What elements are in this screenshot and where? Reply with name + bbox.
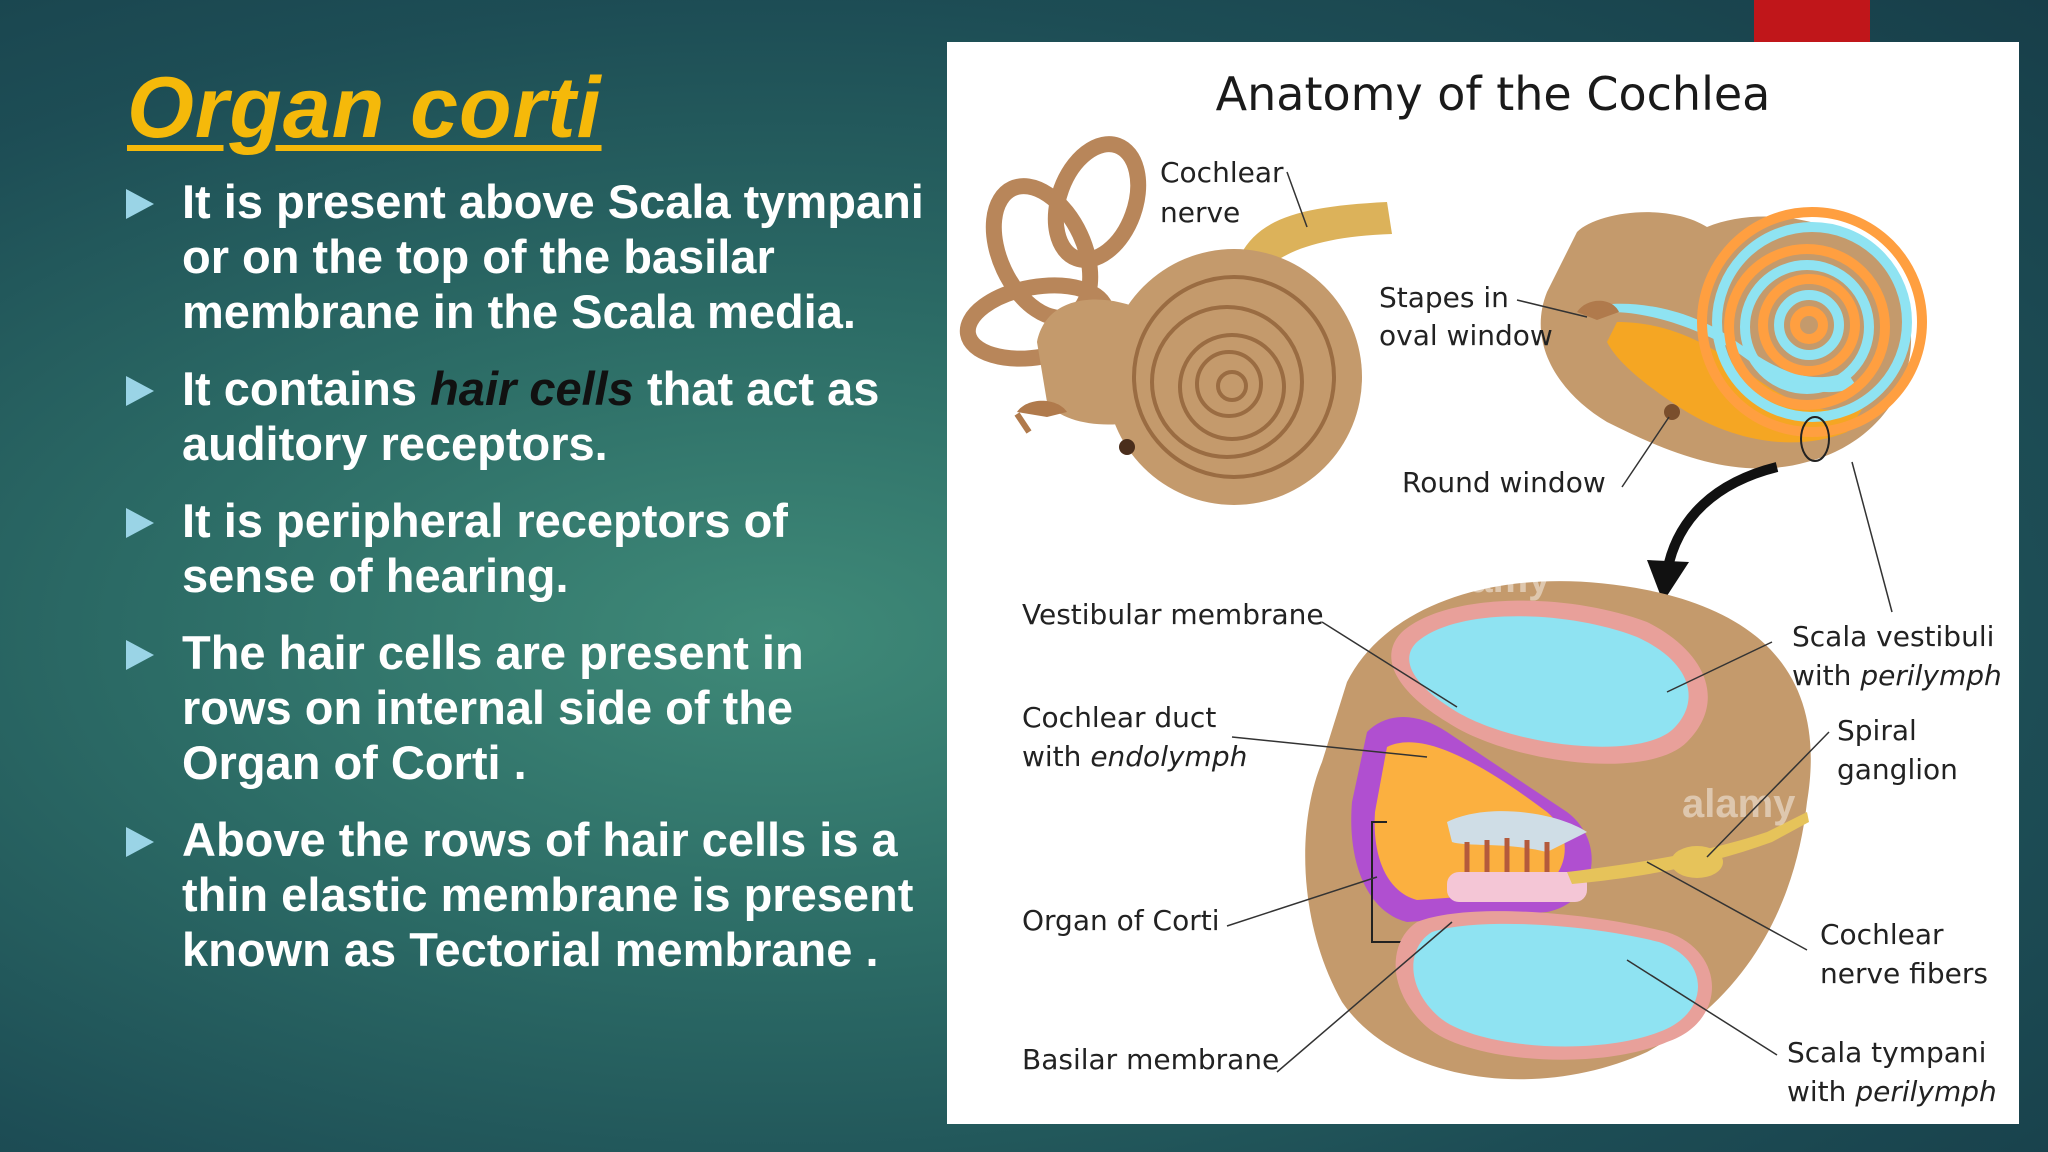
- bullet-arrow-icon: [126, 640, 154, 670]
- slide-title: Organ corti: [127, 60, 602, 156]
- cochlea-cross-spiral-illustration: [1540, 207, 1927, 469]
- bullet-text: It is peripheral receptors of sense of h…: [182, 494, 788, 602]
- label-scala-vestibuli-2: with perilymph: [1792, 659, 2002, 692]
- label-stapes-2: oval window: [1379, 319, 1553, 352]
- label-scala-tympani-2: with perilymph: [1787, 1075, 1997, 1108]
- label-cochlear-nerve-1: Cochlear: [1160, 156, 1284, 189]
- bullet-item: The hair cells are present in rows on in…: [124, 625, 924, 790]
- label-spiral-ganglion-2: ganglion: [1837, 753, 1958, 786]
- bullet-item: It contains hair cells that act as audit…: [124, 361, 924, 471]
- watermark: alamy: [1682, 782, 1796, 826]
- bullet-text-after: that act as auditory receptors.: [182, 362, 880, 470]
- label-cochlear-nerve-2: nerve: [1160, 196, 1240, 229]
- bullet-text: Above the rows of hair cells is a thin e…: [182, 813, 914, 976]
- bullet-item: Above the rows of hair cells is a thin e…: [124, 812, 924, 977]
- label-scala-vestibuli-1: Scala vestibuli: [1792, 620, 1994, 653]
- bullet-emphasis: hair cells: [430, 362, 634, 415]
- red-accent-bar: [1754, 0, 1870, 42]
- bullet-list: It is present above Scala tympani or on …: [124, 174, 924, 999]
- label-spiral-ganglion-1: Spiral: [1837, 714, 1917, 747]
- cochlea-illustration: Anatomy of the Cochlea: [959, 67, 2002, 1108]
- arrow-down-icon: [1647, 560, 1689, 602]
- label-stapes-1: Stapes in: [1379, 281, 1509, 314]
- bullet-item: It is present above Scala tympani or on …: [124, 174, 924, 339]
- bullet-arrow-icon: [126, 376, 154, 406]
- label-cochlear-nerve-fibers-1: Cochlear: [1820, 918, 1944, 951]
- label-cochlear-nerve-fibers-2: nerve fibers: [1820, 957, 1988, 990]
- bullet-item: It is peripheral receptors of sense of h…: [124, 493, 924, 603]
- cochlea-diagram: Anatomy of the Cochlea: [947, 42, 2019, 1124]
- bullet-arrow-icon: [126, 508, 154, 538]
- bullet-arrow-icon: [126, 189, 154, 219]
- label-cochlear-duct-2: with endolymph: [1022, 740, 1247, 773]
- bullet-text-before: It contains: [182, 362, 431, 415]
- label-vestibular-membrane: Vestibular membrane: [1022, 598, 1324, 631]
- label-cochlear-duct-1: Cochlear duct: [1022, 701, 1216, 734]
- label-basilar-membrane: Basilar membrane: [1022, 1043, 1279, 1076]
- label-organ-of-corti: Organ of Corti: [1022, 904, 1219, 937]
- watermark: alamy: [1437, 557, 1551, 601]
- label-scala-tympani-1: Scala tympani: [1787, 1036, 1986, 1069]
- cochlea-snail-illustration: [959, 136, 1392, 505]
- bullet-arrow-icon: [126, 827, 154, 857]
- bullet-text: The hair cells are present in rows on in…: [182, 626, 804, 789]
- bullet-text: It is present above Scala tympani or on …: [182, 175, 924, 338]
- diagram-title: Anatomy of the Cochlea: [1216, 67, 1771, 121]
- cochlea-cross-section-illustration: [1305, 581, 1811, 1080]
- label-round-window: Round window: [1402, 466, 1606, 499]
